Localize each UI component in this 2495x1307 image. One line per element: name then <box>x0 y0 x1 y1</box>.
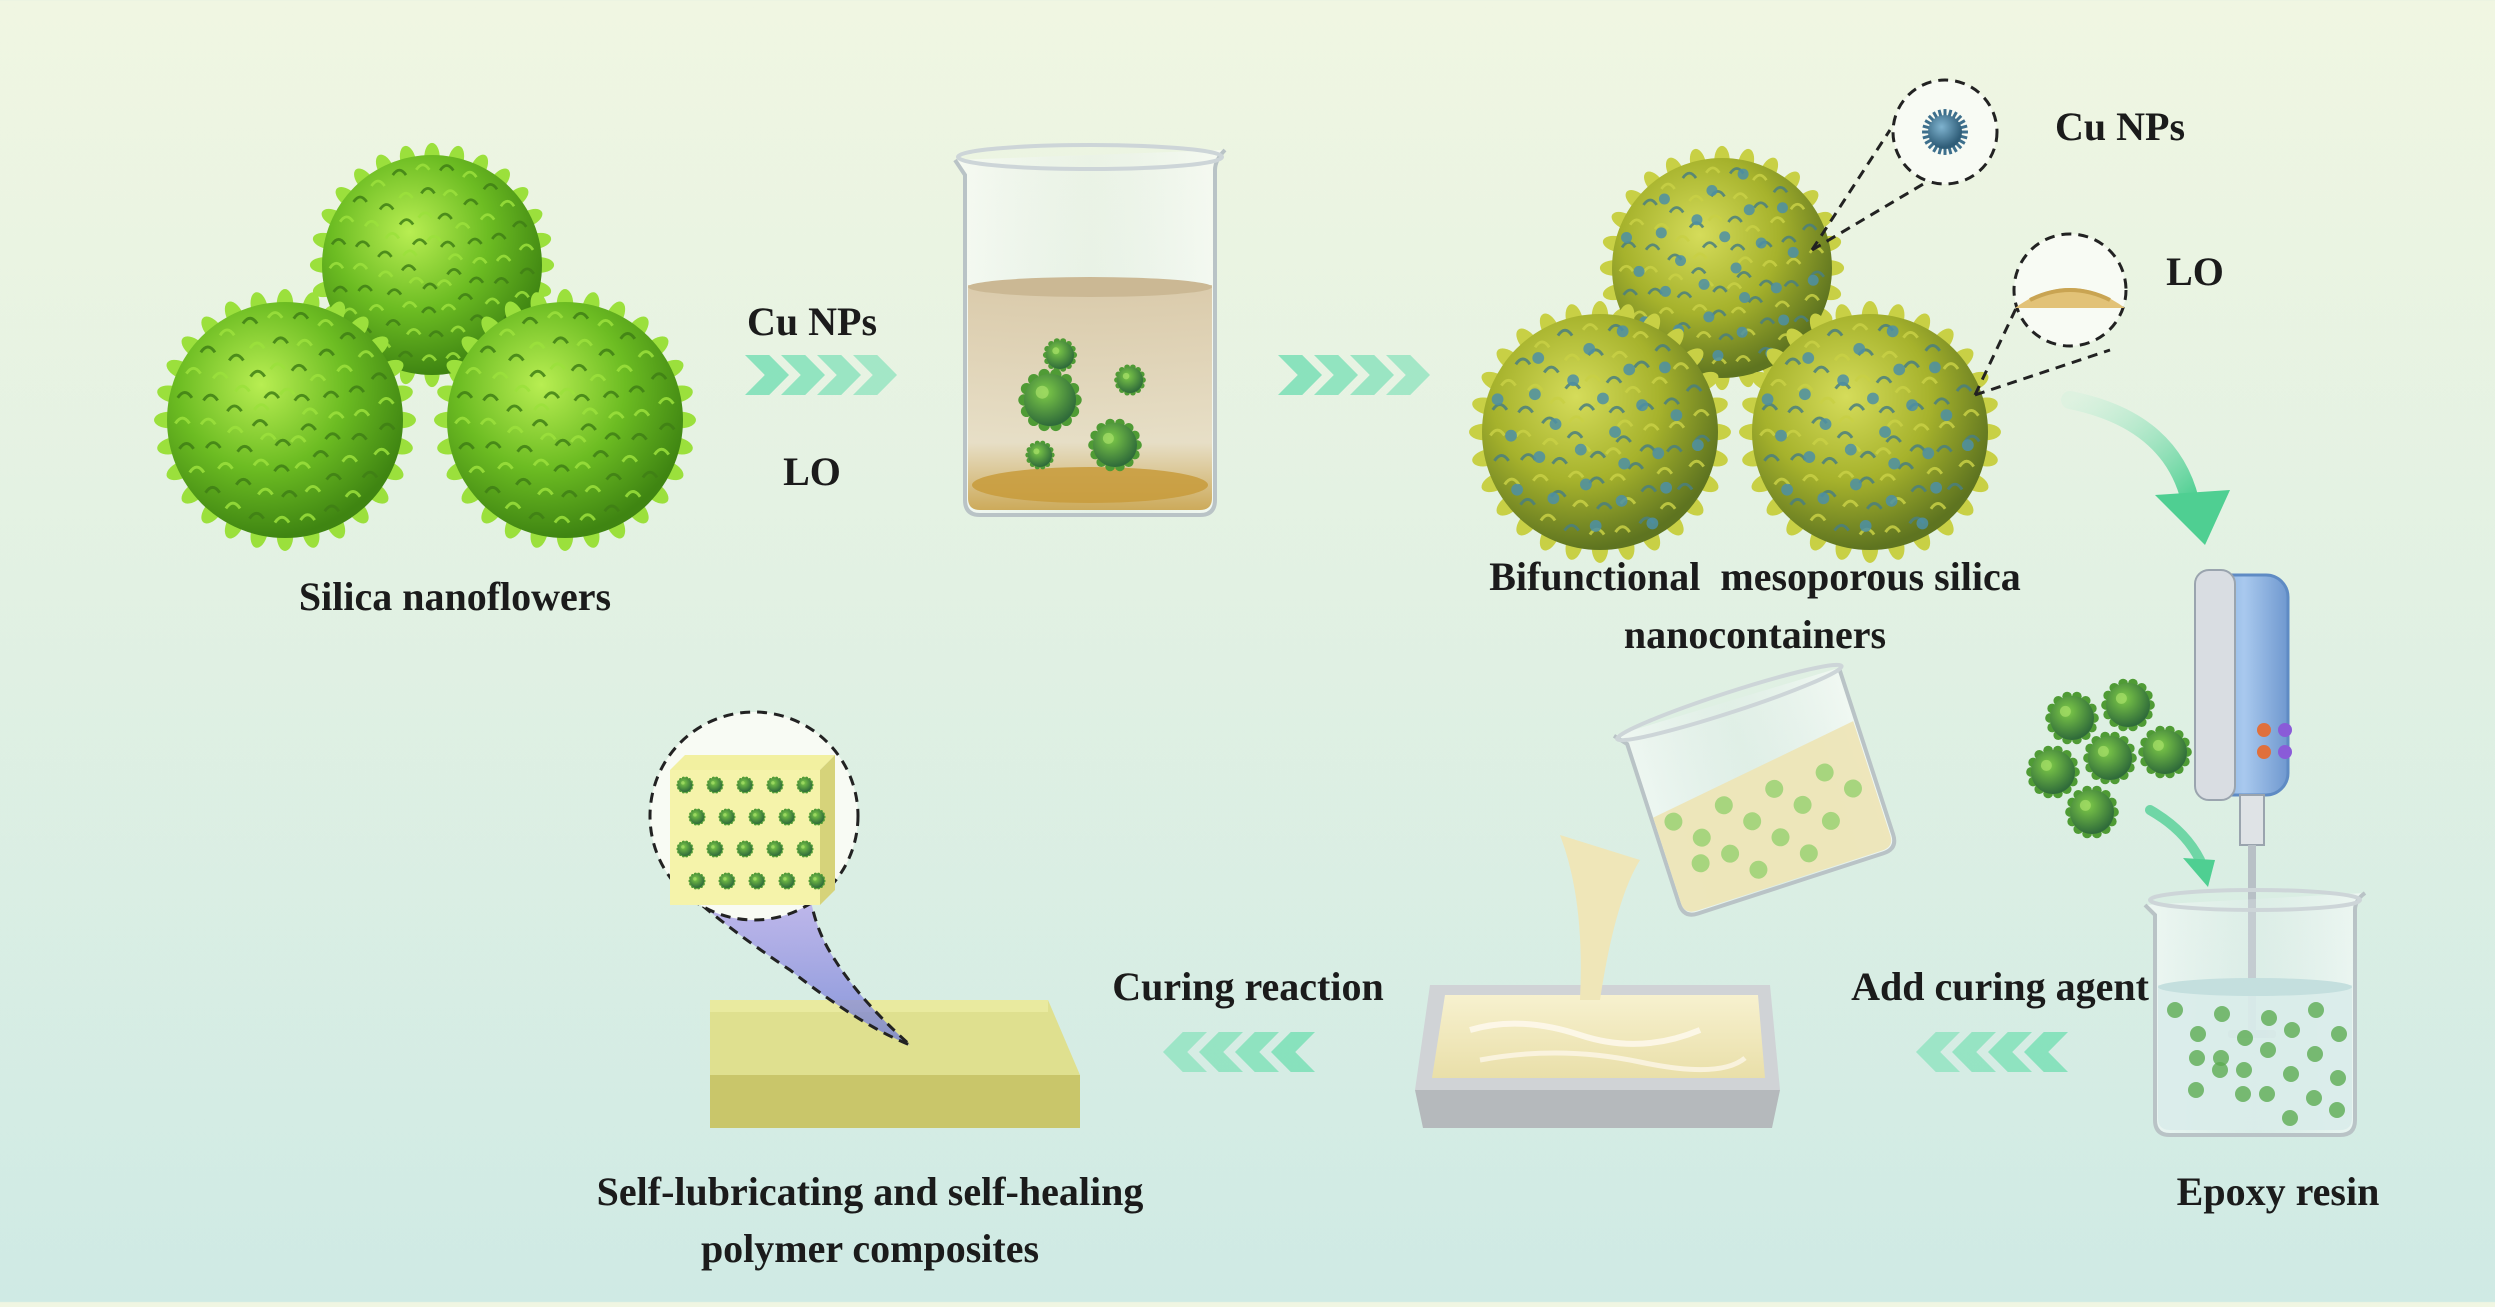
label-product-line1: Self-lubricating and self-healing <box>597 1169 1144 1214</box>
epoxy-beaker <box>2143 888 2367 1137</box>
embedded-nanocontainer <box>778 808 796 826</box>
pouring-beaker <box>1560 662 1897 1000</box>
loaded-nanocontainer-particle <box>2101 678 2155 732</box>
label-product-line2: polymer composites <box>701 1226 1039 1271</box>
reaction-beaker <box>953 143 1227 517</box>
embedded-nanocontainer <box>766 840 784 858</box>
embedded-nanocontainer <box>808 808 826 826</box>
embedded-nanocontainer <box>736 776 754 794</box>
label-silica-nanoflowers: Silica nanoflowers <box>299 574 611 619</box>
label-zoom-lo: LO <box>2166 249 2224 294</box>
embedded-nanocontainer <box>688 872 706 890</box>
embedded-nanocontainer <box>796 840 814 858</box>
curved-arrow-down <box>2061 391 2230 545</box>
loaded-nanocontainer-particle <box>2138 725 2192 779</box>
loaded-nanocontainer-particle <box>2083 731 2137 785</box>
chevron-arrow-left-2 <box>1163 1032 1315 1072</box>
nanocontainer-particles <box>2026 678 2192 839</box>
loaded-nanocontainer-particle <box>2026 745 2080 799</box>
nanocontainer-left <box>1469 301 1731 563</box>
composite-zoom-callout <box>648 710 912 1047</box>
embedded-nanocontainer <box>706 840 724 858</box>
small-arrow-to-beaker <box>2145 805 2215 887</box>
embedded-nanocontainer <box>676 776 694 794</box>
suspended-nanoflower <box>1018 368 1082 432</box>
embedded-nanocontainer <box>778 872 796 890</box>
cu-nps-zoom-callout <box>1810 78 1999 252</box>
embedded-nanocontainer <box>766 776 784 794</box>
label-curing-reaction: Curing reaction <box>1112 964 1383 1009</box>
suspended-nanoflower <box>1025 440 1055 470</box>
loaded-nanocontainer-particle <box>2045 691 2099 745</box>
composite-cube <box>670 755 835 905</box>
curing-tray <box>1415 985 1780 1128</box>
chevron-arrow-left-1 <box>1916 1032 2068 1072</box>
label-bifunctional-line1: Bifunctional mesoporous silica <box>1489 554 2021 599</box>
chevron-arrow-right-2 <box>1278 355 1430 395</box>
suspended-nanoflower <box>1114 364 1146 396</box>
embedded-nanocontainer <box>748 808 766 826</box>
labels-layer: Silica nanoflowers Cu NPs LO Bifunctiona… <box>299 104 2379 1271</box>
label-reagent-cu-nps: Cu NPs <box>747 299 877 344</box>
embedded-nanocontainer <box>736 840 754 858</box>
chevron-arrow-right-1 <box>745 355 897 395</box>
nanocontainers-illustration <box>1469 145 2001 563</box>
label-epoxy-resin: Epoxy resin <box>2177 1169 2380 1214</box>
loaded-nanocontainer-particle <box>2065 785 2119 839</box>
cu-np-particle <box>1922 109 1968 155</box>
embedded-nanocontainer <box>718 872 736 890</box>
nanoflower-left <box>154 289 416 551</box>
label-zoom-cu-nps: Cu NPs <box>2055 104 2185 149</box>
suspended-nanoflower <box>1088 418 1142 472</box>
label-add-curing-agent: Add curing agent <box>1851 964 2149 1009</box>
nanoflower-right <box>434 289 696 551</box>
label-bifunctional-line2: nanocontainers <box>1624 612 1886 657</box>
embedded-nanocontainer <box>718 808 736 826</box>
lo-zoom-callout <box>1973 232 2128 397</box>
silica-nanoflowers-illustration <box>154 142 696 551</box>
composite-block <box>710 1000 1080 1128</box>
nanocontainer-right <box>1739 301 2001 563</box>
embedded-nanocontainer <box>676 840 694 858</box>
embedded-nanocontainer <box>748 872 766 890</box>
embedded-nanocontainer <box>808 872 826 890</box>
label-reagent-lo: LO <box>783 449 841 494</box>
suspended-nanoflower <box>1042 338 1078 372</box>
embedded-nanocontainer <box>706 776 724 794</box>
embedded-nanocontainer <box>688 808 706 826</box>
embedded-nanocontainer <box>796 776 814 794</box>
